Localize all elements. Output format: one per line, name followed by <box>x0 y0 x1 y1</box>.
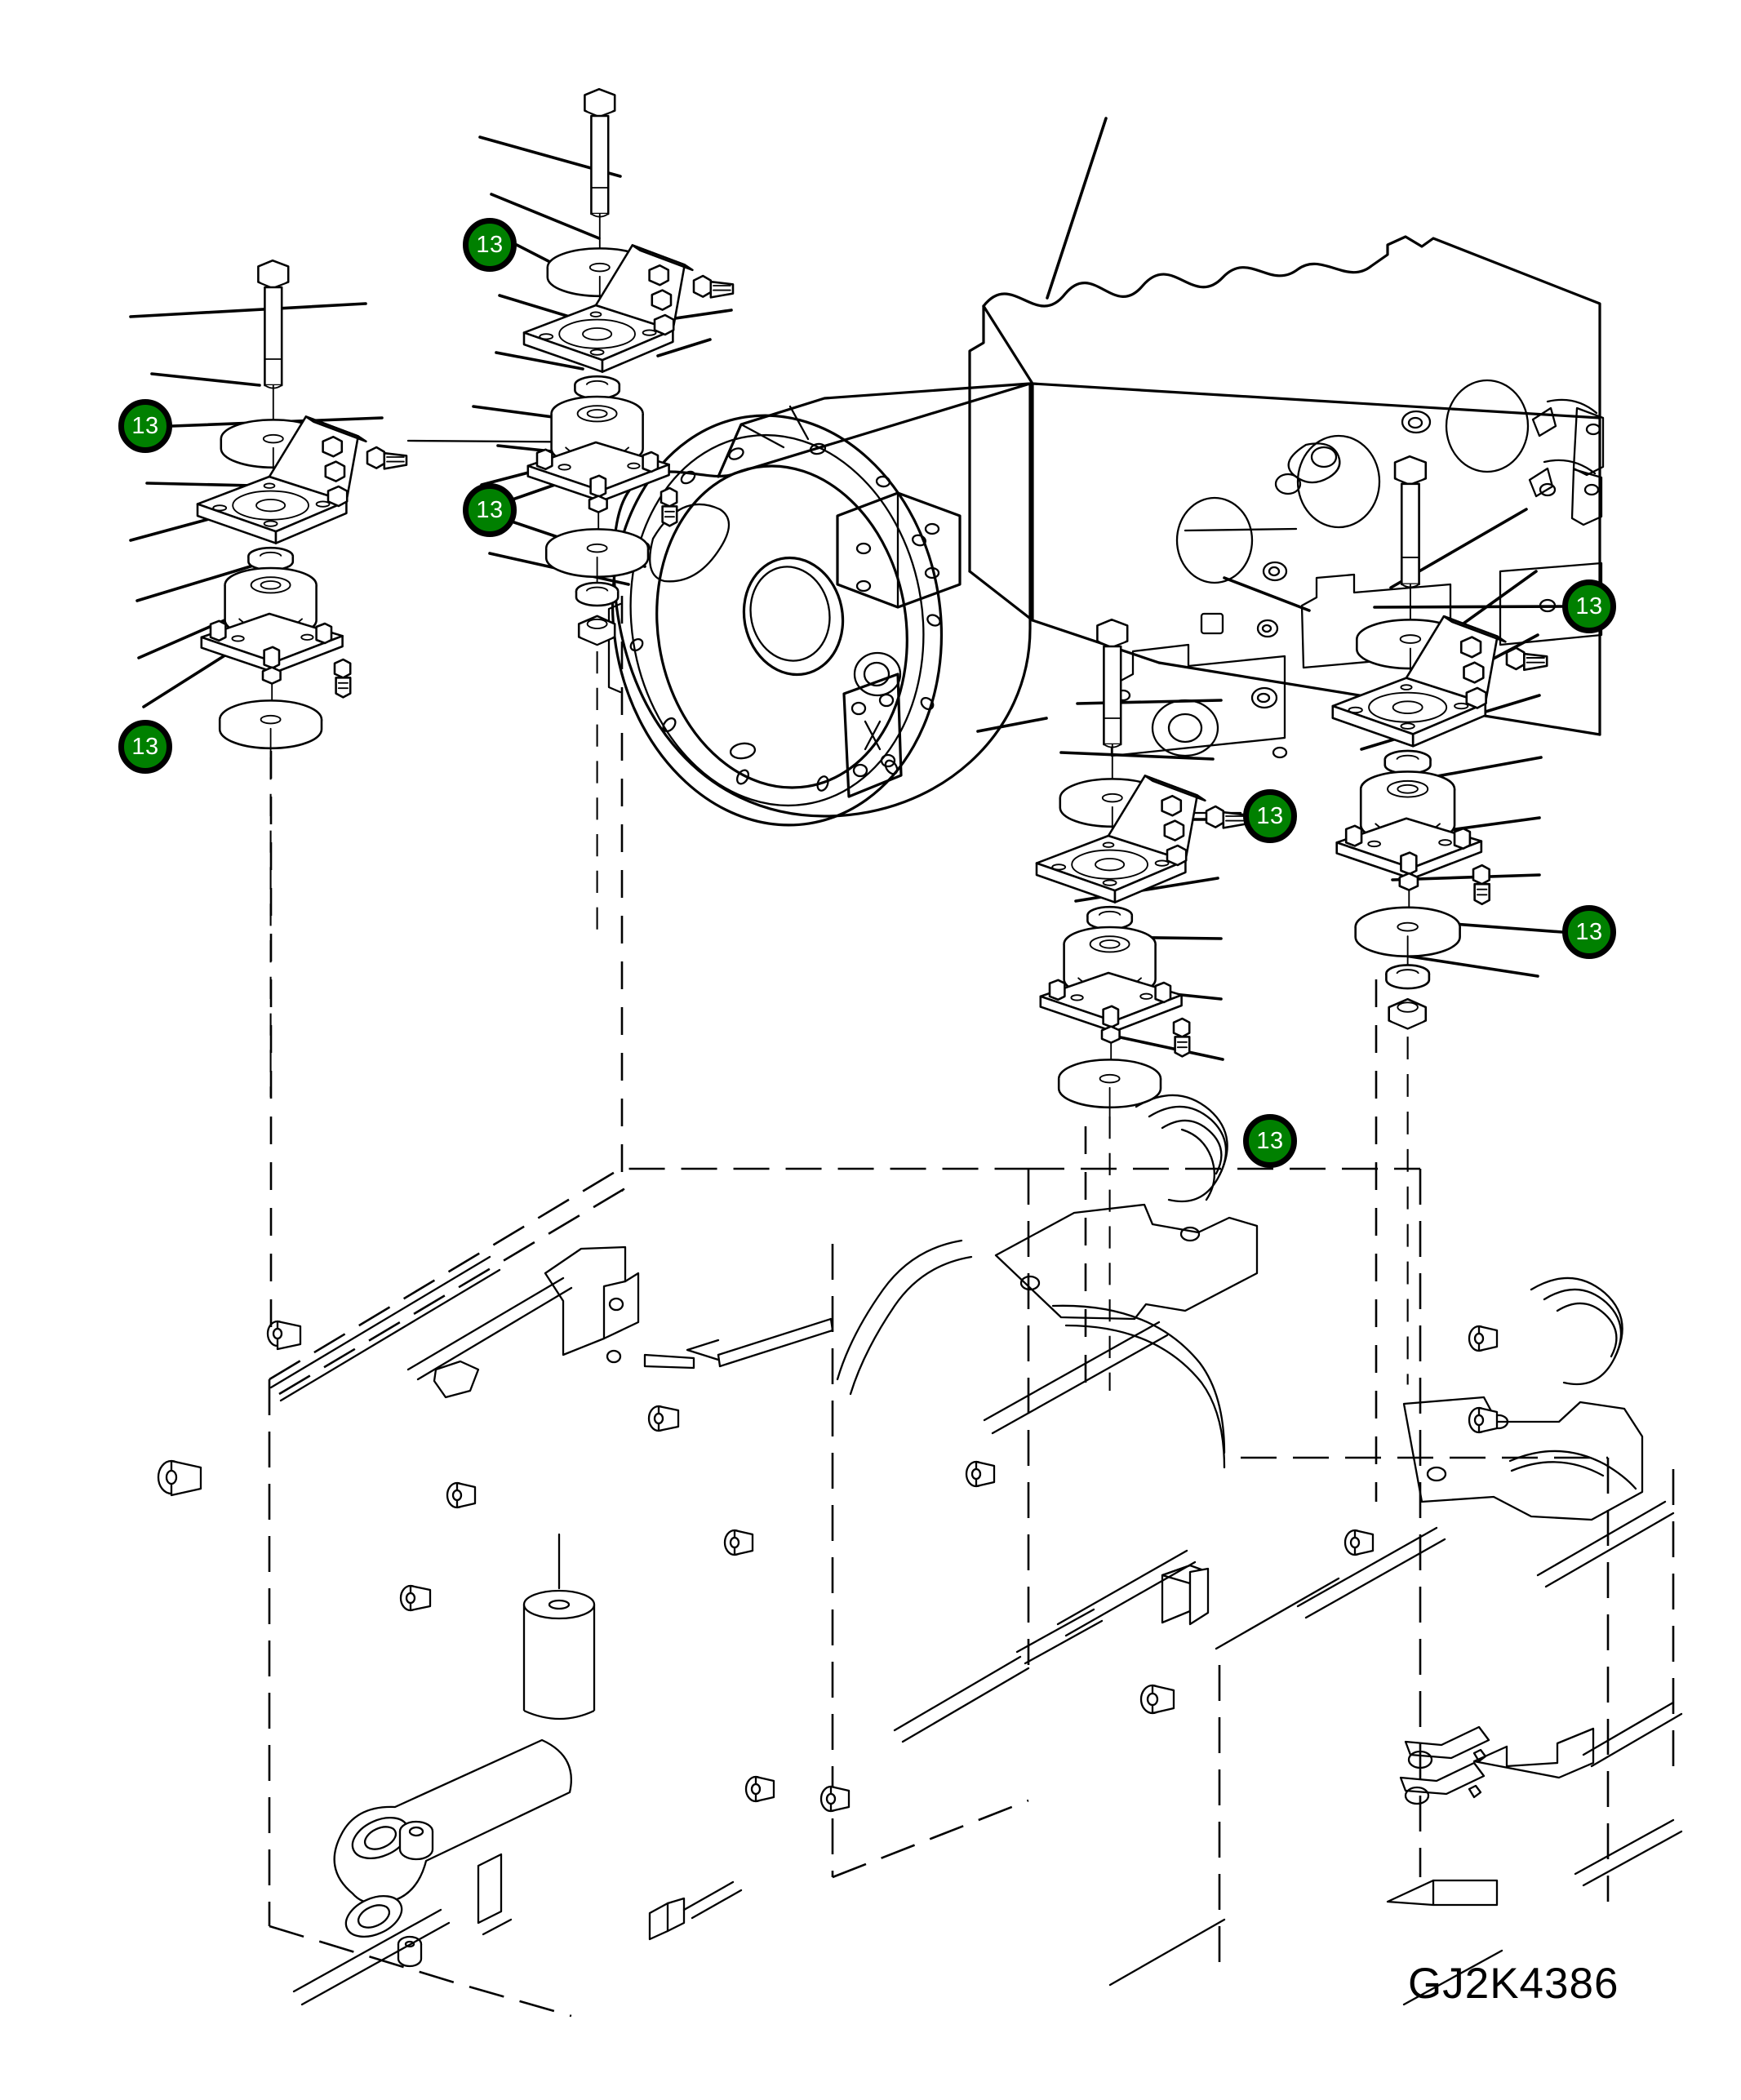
assembly-bottom-center <box>1035 618 1247 1392</box>
callout-badge[interactable]: 13 <box>1562 905 1616 959</box>
callout-badge[interactable]: 13 <box>118 720 172 774</box>
callout-badge[interactable]: 13 <box>1243 789 1297 843</box>
diagram-id-label: GJ2K4386 <box>1408 1960 1619 2008</box>
callout-badge[interactable]: 13 <box>463 218 517 272</box>
callout-badge[interactable]: 13 <box>1243 1114 1297 1168</box>
callout-badge[interactable]: 13 <box>118 399 172 453</box>
centerlines <box>269 596 1378 1502</box>
engine-block-drawing <box>968 117 1605 759</box>
assembly-top-center <box>522 87 735 939</box>
callout-badge[interactable]: 13 <box>1562 579 1616 633</box>
chassis-frame-phantom <box>157 1094 1683 2018</box>
bellhousing-drawing <box>607 382 1032 827</box>
assembly-right <box>1331 455 1548 1385</box>
callout-badge[interactable]: 13 <box>463 483 517 537</box>
